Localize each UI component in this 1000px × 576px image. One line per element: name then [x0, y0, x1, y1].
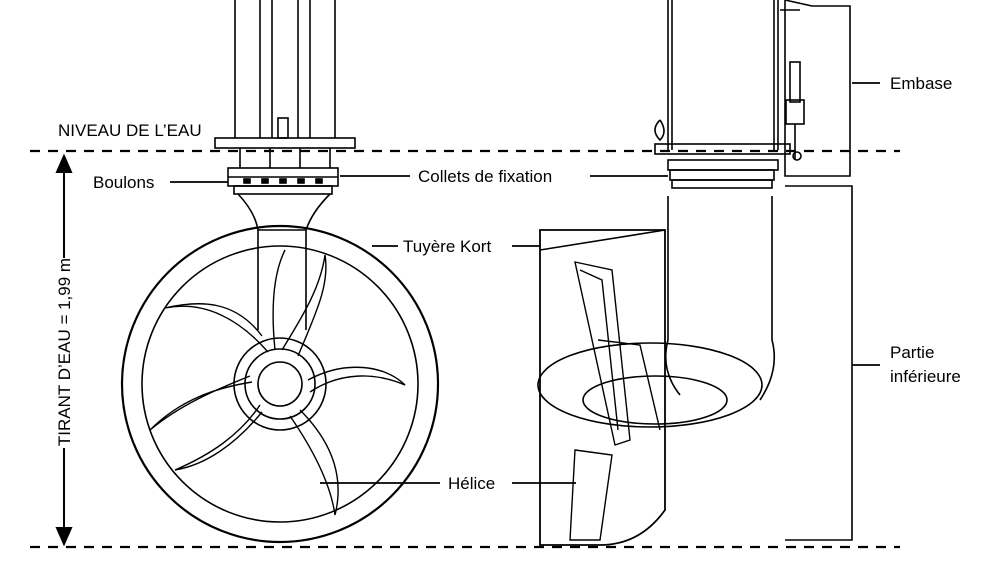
lower-part-label-line1: Partie [890, 343, 934, 362]
clamps-label: Collets de fixation [418, 167, 552, 186]
bolt-heads [243, 178, 323, 184]
draft-label: TIRANT D’EAU = 1,99 m [55, 258, 74, 446]
water-level-label: NIVEAU DE L’EAU [58, 121, 202, 140]
propeller-blades-side [569, 261, 661, 541]
kort-nozzle-label: Tuyère Kort [403, 237, 491, 256]
lower-part-label-line2: inférieure [890, 367, 961, 386]
draft-arrow [55, 153, 73, 547]
bolts-label: Boulons [93, 173, 154, 192]
side-view [537, 0, 853, 546]
base-label: Embase [890, 74, 952, 93]
front-view [120, 0, 440, 544]
leader-lines [170, 82, 880, 484]
propeller-label: Hélice [448, 474, 495, 493]
propeller-blades-front [149, 249, 406, 516]
